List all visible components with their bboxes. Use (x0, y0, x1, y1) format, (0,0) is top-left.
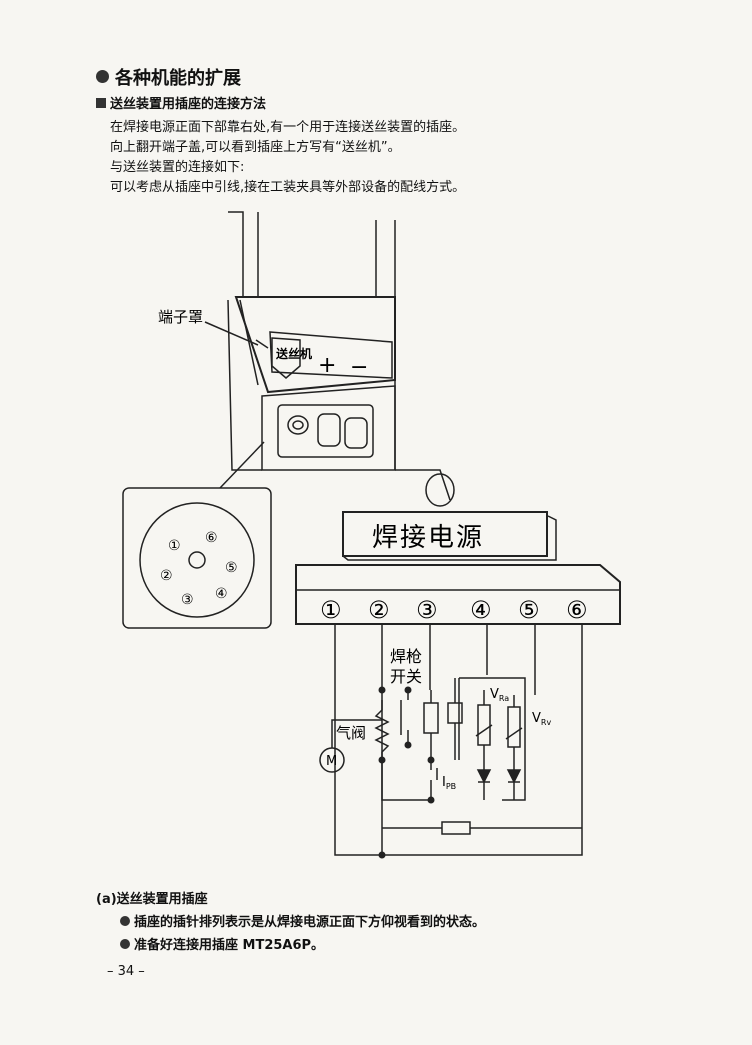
subheading: 送丝装置用插座的连接方法 (96, 93, 266, 112)
terminal-2: ② (368, 596, 390, 624)
note-bullet-icon (120, 939, 130, 949)
pin-label-2: ② (160, 568, 173, 584)
note-1: 插座的插针排列表示是从焊接电源正面下方仰视看到的状态。 (120, 911, 485, 930)
feeder-label: 送丝机 (275, 346, 312, 361)
motor-label: M (326, 754, 337, 769)
terminal-4: ④ (470, 596, 492, 624)
torch-switch-label-2: 开关 (390, 667, 422, 686)
terminal-5: ⑤ (518, 596, 540, 624)
section-heading: 各种机能的扩展 (96, 64, 241, 90)
terminal-6: ⑥ (566, 596, 588, 624)
plus-symbol: + (318, 353, 336, 378)
pin-label-3: ③ (181, 592, 194, 608)
terminal-3: ③ (416, 596, 438, 624)
vra-label: VRa (490, 687, 509, 703)
paragraph-line-3: 与送丝装置的连接如下: (110, 160, 245, 175)
vrv-label: VRv (532, 711, 551, 727)
terminal-1: ① (320, 596, 342, 624)
torch-switch-label-1: 焊枪 (390, 647, 422, 666)
paragraph-line-2: 向上翻开端子盖,可以看到插座上方写有“送丝机”。 (110, 140, 401, 155)
pin-label-6: ⑥ (205, 530, 218, 546)
square-bullet-icon (96, 98, 106, 108)
pin-label-1: ① (168, 538, 181, 554)
page-number: – 34 – (107, 964, 145, 979)
figure-caption: (a)送丝装置用插座 (96, 892, 208, 907)
heading-bullet-icon (96, 70, 109, 83)
note-bullet-icon (120, 916, 130, 926)
paragraph-line-1: 在焊接电源正面下部靠右处,有一个用于连接送丝装置的插座。 (110, 120, 466, 135)
minus-symbol: − (350, 355, 368, 380)
paragraph-line-4: 可以考虑从插座中引线,接在工装夹具等外部设备的配线方式。 (110, 180, 466, 195)
cover-label: 端子罩 (158, 308, 203, 326)
ipb-label: IPB (442, 775, 456, 791)
power-source-label: 焊接电源 (372, 523, 484, 553)
note-2: 准备好连接用插座 MT25A6P。 (120, 934, 324, 953)
pin-label-5: ⑤ (225, 560, 238, 576)
pin-label-4: ④ (215, 586, 228, 602)
gas-valve-label: 气阀 (336, 724, 366, 742)
